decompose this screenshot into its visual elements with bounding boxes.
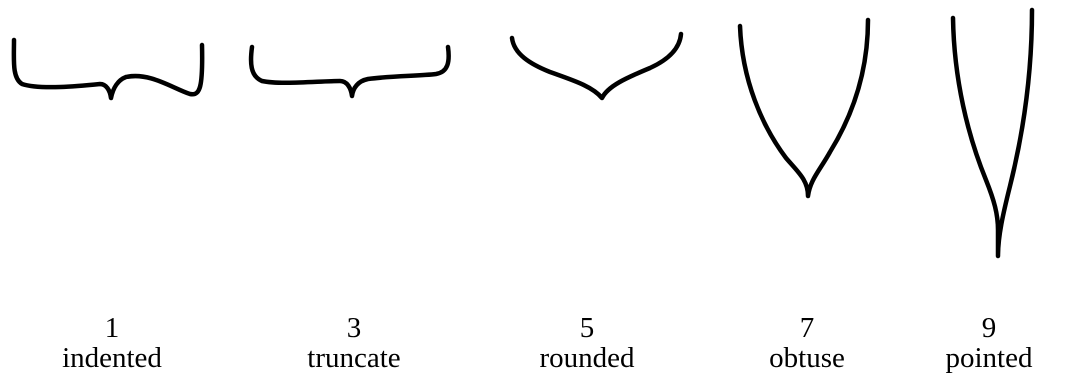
- shape-name: pointed: [945, 342, 1033, 374]
- shape-obtuse: [737, 17, 871, 199]
- shape-indented: [11, 37, 205, 101]
- shape-number: 5: [579, 312, 595, 344]
- shape-number: 3: [346, 312, 362, 344]
- shape-number: 1: [104, 312, 120, 344]
- label-indented: 1 indented: [32, 313, 192, 373]
- shape-truncate: [248, 44, 451, 99]
- shape-name: rounded: [539, 342, 635, 374]
- shape-name: truncate: [307, 342, 401, 374]
- label-obtuse: 7 obtuse: [727, 313, 887, 373]
- shape-number: 9: [981, 312, 997, 344]
- shape-pointed: [950, 7, 1035, 259]
- label-rounded: 5 rounded: [507, 313, 667, 373]
- shape-number: 7: [799, 312, 815, 344]
- label-pointed: 9 pointed: [909, 313, 1069, 373]
- shape-name: indented: [62, 342, 162, 374]
- shape-name: obtuse: [769, 342, 845, 374]
- shape-rounded: [509, 31, 684, 101]
- label-truncate: 3 truncate: [274, 313, 434, 373]
